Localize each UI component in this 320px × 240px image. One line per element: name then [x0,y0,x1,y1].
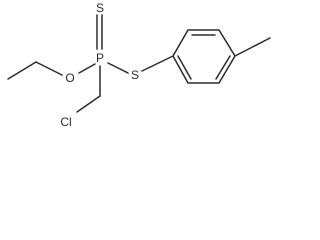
atom-label-phosphorus: P [96,51,104,65]
atom-label-thioether-sulfur: S [131,68,139,82]
bond-o-p [78,63,96,74]
bond-s-ring [141,55,174,72]
atom-label-oxygen: O [65,71,74,85]
ring-inner-bond-left [177,55,192,80]
bond-ch3-ch2 [7,61,37,80]
bond-p-s [107,62,129,74]
benzene-ring [172,29,236,84]
bond-ch2-cl [76,95,101,113]
bond-ring-methyl [234,37,271,57]
structure-diagram: O P S S Cl [0,0,284,132]
bond-ch2-o [35,61,63,76]
atom-label-chlorine: Cl [60,115,71,129]
molecule-svg: O P S S Cl [7,1,271,129]
atom-label-thione-sulfur: S [96,1,104,15]
ring-inner-bond-right [215,55,231,80]
